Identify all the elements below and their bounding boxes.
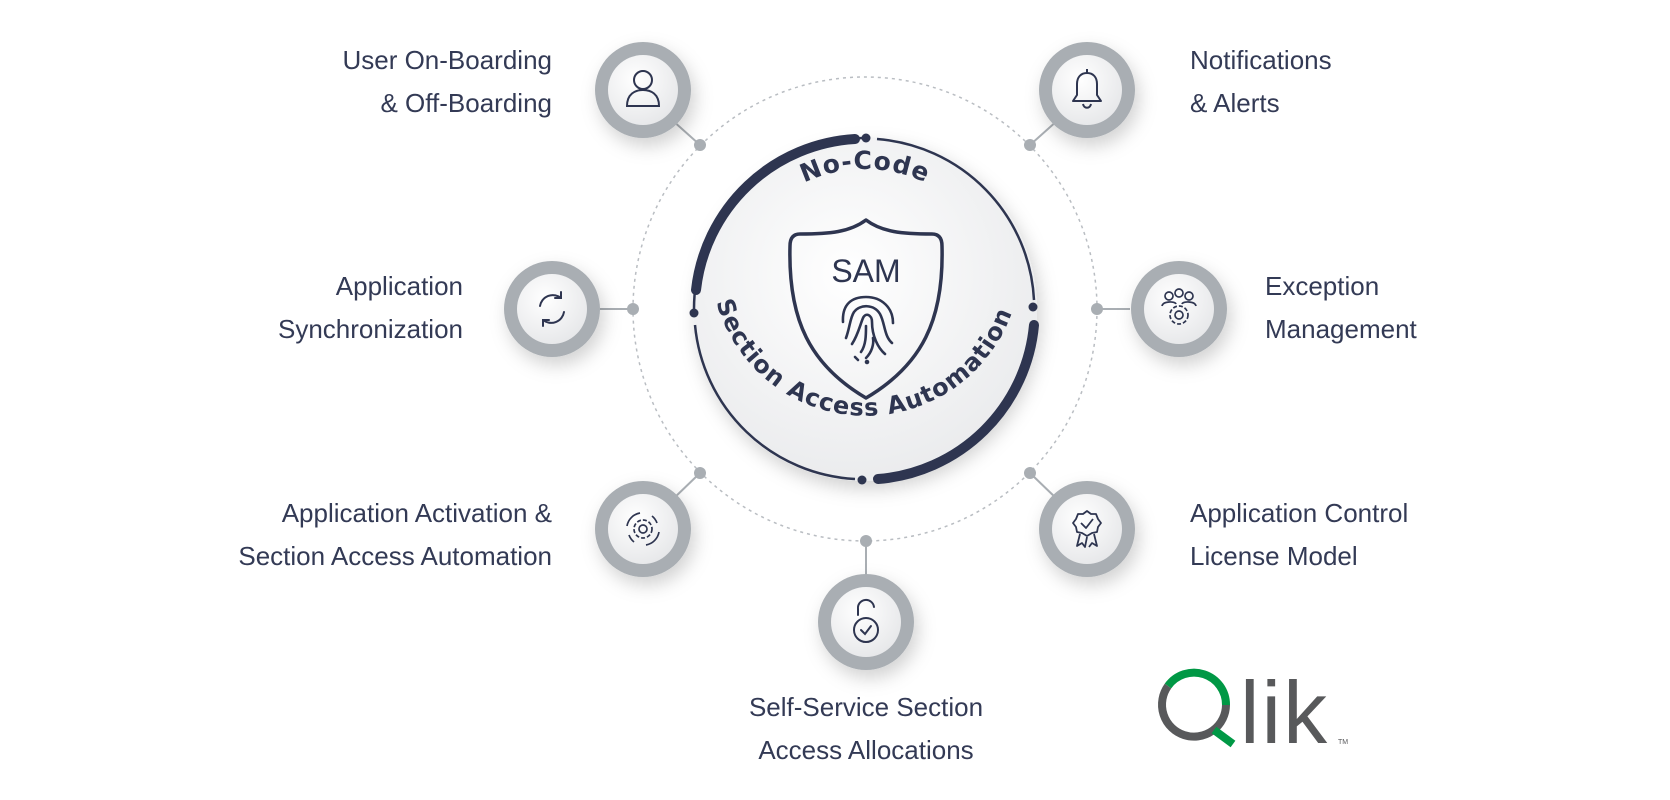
label-line: & Off-Boarding [380, 88, 552, 118]
label-notifications: Notifications & Alerts [1190, 39, 1332, 125]
fingerprint-icon [841, 295, 895, 365]
label-line: Application Control [1190, 498, 1409, 528]
award-badge-icon [1072, 510, 1102, 548]
connector-dots [627, 139, 1103, 547]
center-badge [689, 133, 1039, 485]
label-license: Application Control License Model [1190, 492, 1408, 578]
gear-cycle-icon [626, 512, 660, 546]
label-line: Management [1265, 314, 1417, 344]
sync-icon [539, 291, 565, 327]
bell-icon [1072, 69, 1102, 109]
label-activation: Application Activation & Section Access … [238, 492, 552, 578]
label-line: & Alerts [1190, 88, 1280, 118]
label-line: User On-Boarding [342, 45, 552, 75]
label-line: License Model [1190, 541, 1358, 571]
sam-label: SAM [831, 253, 900, 289]
node-exception[interactable] [1131, 261, 1227, 357]
qlik-logo-text: lik [1240, 663, 1329, 762]
node-onboarding[interactable] [595, 42, 691, 138]
label-exception: Exception Management [1265, 265, 1417, 351]
label-line: Exception [1265, 271, 1380, 301]
label-line: Self-Service Section [748, 692, 984, 722]
unlock-icon [853, 598, 879, 643]
team-gear-icon [1161, 288, 1197, 325]
node-sync[interactable] [504, 261, 600, 357]
label-line: Notifications [1190, 45, 1332, 75]
label-line: Section Access Automation [238, 541, 552, 571]
qlik-trademark: TM [1338, 739, 1348, 746]
node-notifications[interactable] [1039, 42, 1135, 138]
node-license[interactable] [1039, 481, 1135, 577]
node-selfservice[interactable] [818, 574, 914, 670]
label-sync: Application Synchronization [278, 265, 463, 351]
label-line: Application [335, 271, 463, 301]
qlik-logo[interactable]: lik TM [1158, 663, 1348, 762]
shield-icon [788, 218, 944, 400]
label-line: Synchronization [278, 314, 463, 344]
label-onboarding: User On-Boarding & Off-Boarding [342, 39, 552, 125]
user-icon [625, 70, 661, 107]
label-line: Application Activation & [281, 498, 552, 528]
label-selfservice: Self-Service Section Access Allocations [666, 686, 1066, 772]
node-activation[interactable] [595, 481, 691, 577]
label-line: Access Allocations [758, 735, 974, 765]
